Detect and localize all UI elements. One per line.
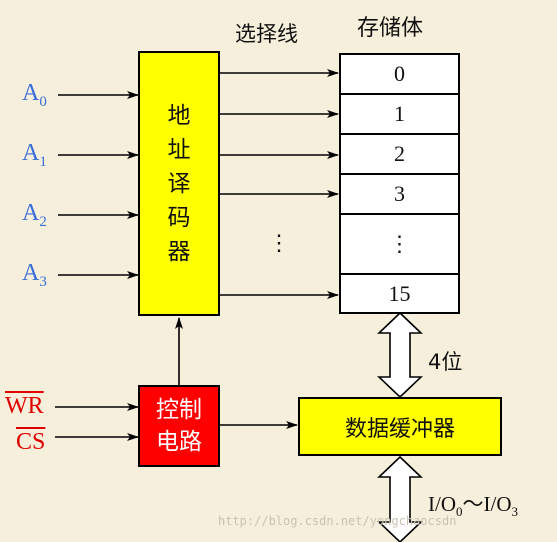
io-label: I/O0～I/O3 [428,492,518,520]
storage-array: 0 1 2 3 ⋮ 15 [339,53,460,314]
control-label-line1: 控制 [156,397,202,423]
decoder-char: 址 [167,136,191,163]
storage-cell: 2 [341,135,458,175]
control-label-line2: 电路 [156,429,202,455]
storage-cell: 3 [341,175,458,215]
decoder-char: 码 [167,204,191,231]
select-lines-ellipsis: ⋮ [268,230,290,255]
address-decoder-box: 地 址 译 码 器 [138,51,220,316]
cs-signal-label: CS [16,429,46,455]
data-buffer-box: 数据缓冲器 [298,397,502,456]
wr-signal-label: WR [5,393,44,419]
storage-label: 存储体 [357,16,424,41]
select-lines-label: 选择线 [235,22,298,46]
bit-width-label: 4位 [428,350,463,374]
decoder-char: 器 [167,238,191,265]
address-input-a1: A1 [22,140,47,170]
storage-cell: 1 [341,95,458,135]
address-input-a0: A0 [22,80,47,110]
data-buffer-label: 数据缓冲器 [344,416,455,442]
storage-cell-ellipsis: ⋮ [341,215,458,275]
decoder-char: 译 [167,170,191,197]
storage-cell: 15 [388,280,411,306]
decoder-char: 地 [167,102,191,129]
storage-cell: 0 [341,55,458,95]
bus-arrow-io [377,455,423,542]
address-input-a2: A2 [22,200,47,230]
control-circuit-box: 控制 电路 [138,385,220,467]
address-input-a3: A3 [22,260,47,290]
watermark-text: http://blog.csdn.net/yongchaocsdn [218,514,457,528]
bus-arrow-storage-buffer [377,311,423,399]
